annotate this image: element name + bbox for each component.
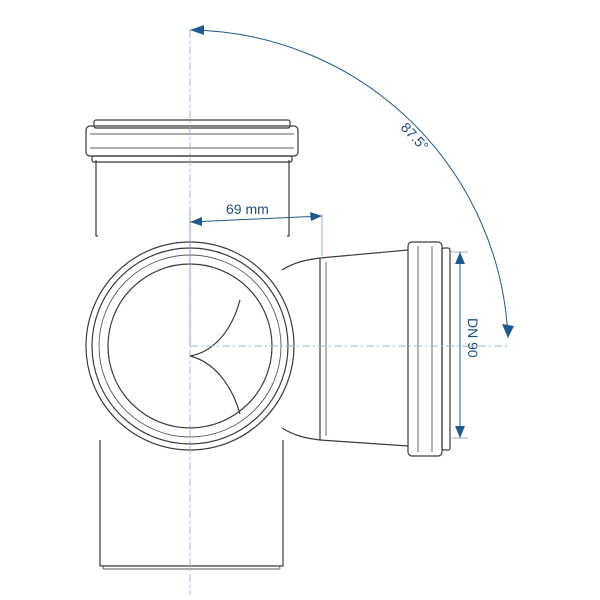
offset-dimension: 69 mm xyxy=(189,201,323,346)
main-pipe xyxy=(95,160,290,570)
centerlines xyxy=(189,30,508,595)
angle-dimension: 87.5° xyxy=(189,25,514,339)
top-socket xyxy=(85,119,299,163)
diameter-dimension: DN 90 xyxy=(450,251,481,439)
offset-label: 69 mm xyxy=(226,201,269,217)
diameter-label: DN 90 xyxy=(465,318,481,358)
angle-label: 87.5° xyxy=(398,119,432,154)
side-branch xyxy=(281,241,451,457)
